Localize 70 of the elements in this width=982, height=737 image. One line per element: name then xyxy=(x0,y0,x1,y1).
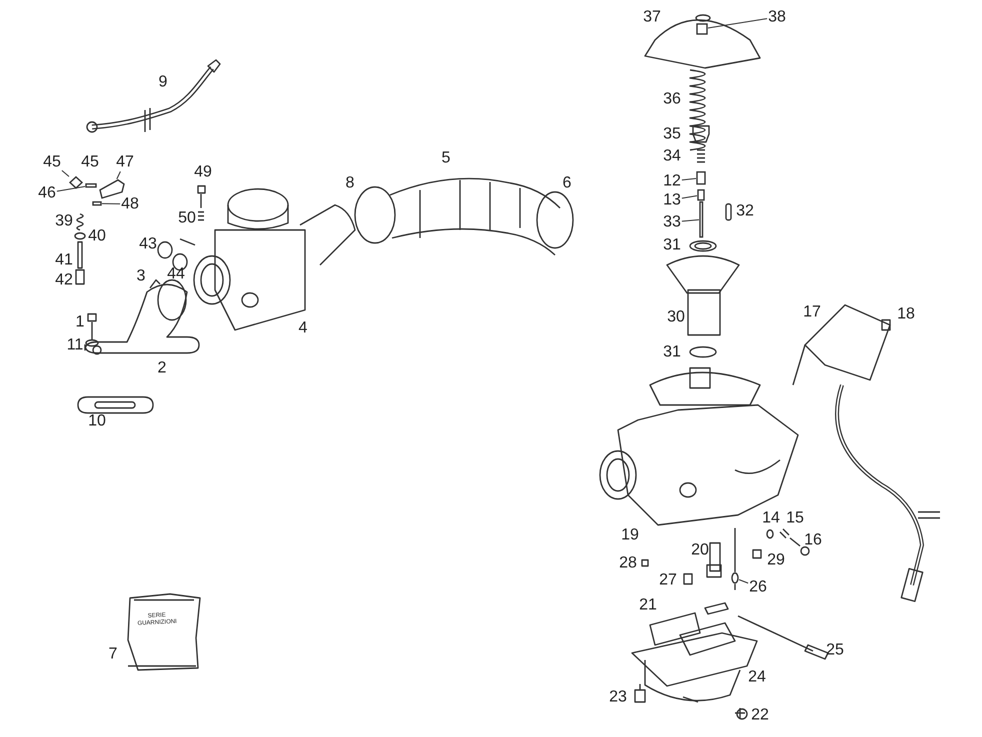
callout-number: 10 xyxy=(88,412,106,430)
o-ring xyxy=(731,572,739,584)
callout-number: 5 xyxy=(442,150,450,166)
needle xyxy=(699,201,704,238)
callout-number: 7 xyxy=(108,646,118,662)
callout-number: 1 xyxy=(76,314,84,330)
callout-number: 26 xyxy=(749,578,767,596)
callout-number: 6 xyxy=(562,174,572,192)
callout-number: 38 xyxy=(768,8,786,26)
callout-number: 50 xyxy=(178,210,196,226)
callout-number: 41 xyxy=(55,252,73,268)
callout-number: 17 xyxy=(803,304,821,320)
callout-number: 42 xyxy=(55,272,73,288)
callout-number: 8 xyxy=(346,174,354,192)
leader-line xyxy=(681,195,698,199)
callout-number: 21 xyxy=(639,596,657,614)
screw xyxy=(68,176,84,189)
callout-number: 25 xyxy=(826,642,844,658)
callout-number: 49 xyxy=(194,164,212,180)
lever xyxy=(99,179,125,199)
callout-number: 20 xyxy=(691,542,709,558)
callout-number: 35 xyxy=(663,126,681,142)
callout-number: 22 xyxy=(751,706,769,724)
callout-number: 31 xyxy=(663,236,681,254)
screw xyxy=(696,23,708,35)
callout-number: 15 xyxy=(786,510,804,526)
leader-line xyxy=(738,579,749,584)
callout-number: 32 xyxy=(736,202,754,220)
leader-line xyxy=(102,203,121,204)
callout-number: 9 xyxy=(158,74,168,90)
callout-number: 37 xyxy=(643,8,661,26)
callout-number: 46 xyxy=(38,184,56,202)
callout-number: 29 xyxy=(767,552,785,568)
callout-number: 12 xyxy=(663,172,681,190)
callout-number: 40 xyxy=(88,228,106,244)
leader-line xyxy=(708,18,768,28)
pin xyxy=(92,201,102,206)
callout-number: 45 xyxy=(81,154,99,170)
callout-number: 4 xyxy=(298,320,308,336)
clip xyxy=(696,171,706,185)
callout-number: 28 xyxy=(619,554,637,572)
leader-line xyxy=(61,170,70,177)
callout-number: 14 xyxy=(762,510,780,526)
callout-number: 11 xyxy=(66,336,84,354)
callout-number: 33 xyxy=(663,214,681,230)
callout-number: 16 xyxy=(804,532,822,548)
callout-number: 30 xyxy=(667,308,685,326)
callout-number: 2 xyxy=(158,360,166,376)
leader-line xyxy=(116,171,121,180)
callout-number: 45 xyxy=(43,154,61,170)
callout-number: 48 xyxy=(121,196,139,212)
callout-number: 44 xyxy=(167,266,185,282)
pin xyxy=(85,183,97,188)
callout-number: 31 xyxy=(663,344,681,360)
leader-line xyxy=(681,178,696,180)
callout-number: 47 xyxy=(116,154,134,170)
callout-number: 36 xyxy=(663,90,681,108)
callout-number: 19 xyxy=(621,526,639,544)
washer xyxy=(697,189,705,201)
callout-number: 34 xyxy=(663,148,681,164)
callout-number: 43 xyxy=(139,236,157,252)
callout-number: 13 xyxy=(663,192,681,208)
leader-line xyxy=(56,186,86,192)
callout-number: 27 xyxy=(659,572,677,588)
callout-number: 3 xyxy=(136,268,146,284)
leader-line xyxy=(681,219,700,222)
callout-number: 18 xyxy=(897,306,915,322)
callout-number: 39 xyxy=(55,212,73,230)
callout-number: 24 xyxy=(748,668,766,686)
callout-number: 23 xyxy=(609,688,627,706)
